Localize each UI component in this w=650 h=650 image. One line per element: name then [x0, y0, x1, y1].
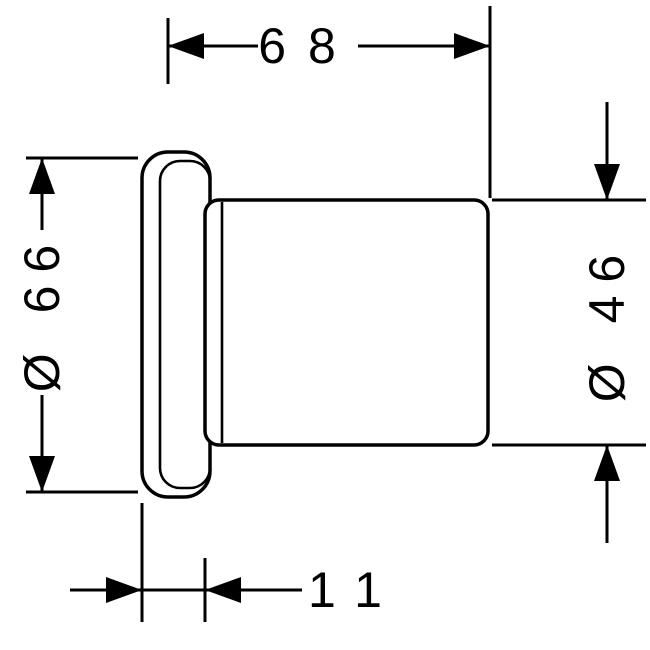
escutcheon-flange — [140, 150, 212, 499]
arrowhead-right-icon — [106, 577, 142, 603]
dim-label-left: Ø 66 — [14, 232, 70, 392]
arrowhead-down-icon — [29, 456, 55, 492]
arrowhead-up-icon — [594, 445, 620, 481]
arrowhead-down-icon — [594, 164, 620, 200]
dimension-right: Ø 46 — [492, 102, 646, 543]
arrowhead-left-icon — [205, 577, 241, 603]
dim-label-bottom: 11 — [308, 562, 404, 618]
arrowhead-right-icon — [454, 33, 490, 59]
arrowhead-left-icon — [168, 33, 204, 59]
arrowhead-up-icon — [29, 158, 55, 194]
flange-outer-outline — [140, 150, 212, 499]
dim-label-right: Ø 46 — [579, 242, 635, 402]
dimension-top: 68 — [166, 6, 492, 198]
dimension-left: Ø 66 — [14, 156, 138, 494]
handle-body — [203, 198, 490, 447]
handle-outline — [203, 198, 490, 447]
dim-label-top: 68 — [258, 18, 358, 74]
dimension-bottom: 11 — [70, 503, 404, 622]
